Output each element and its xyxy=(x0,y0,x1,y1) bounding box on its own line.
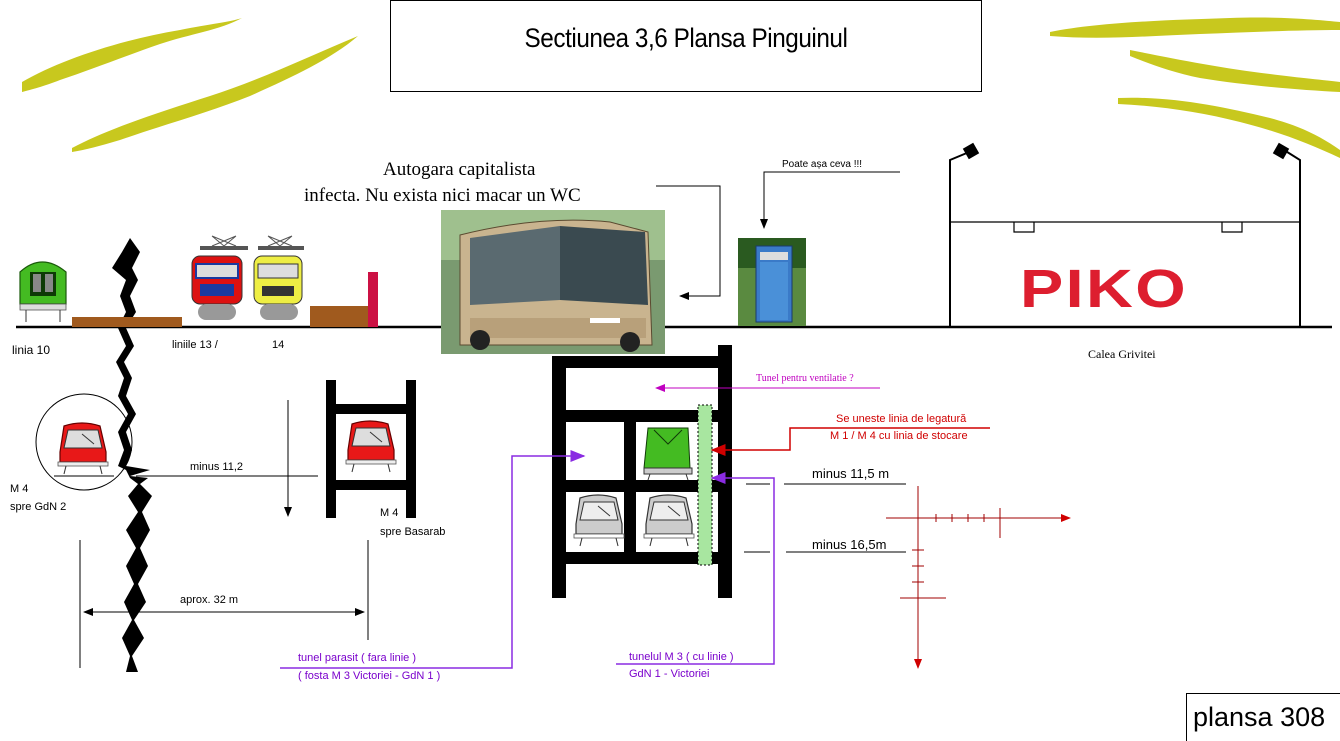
linia10-label: linia 10 xyxy=(12,343,51,357)
poate-label: Poate așa ceva !!! xyxy=(782,159,863,170)
autogara-line1: Autogara capitalista xyxy=(383,159,536,180)
tram-icon-yellow xyxy=(253,235,304,320)
piko-building xyxy=(949,142,1301,327)
station-box xyxy=(552,345,732,598)
m4-gdn2-line1: M 4 xyxy=(10,483,29,495)
depth-axes xyxy=(886,486,1071,669)
se-uneste-line1: Se uneste linia de legatură xyxy=(836,413,967,425)
liniile13-label: liniile 13 / xyxy=(172,339,218,351)
minus-11-5-label: minus 11,5 m xyxy=(812,466,890,481)
se-uneste-line2: M 1 / M 4 cu linia de stocare xyxy=(830,430,968,442)
minus-11-2-label: minus 11,2 xyxy=(190,461,243,473)
liniile14-label: 14 xyxy=(272,339,285,351)
metro-train-icon xyxy=(57,422,109,475)
aprox-label: aprox. 32 m xyxy=(180,594,239,606)
m4-basarab-line2: spre Basarab xyxy=(380,526,446,538)
calea-label: Calea Grivitei xyxy=(1088,347,1156,361)
fault-line xyxy=(112,238,152,672)
tunel-ventilatie-label: Tunel pentru ventilatie ? xyxy=(756,373,854,384)
autogara-line2: infecta. Nu exista nici macar un WC xyxy=(304,185,581,206)
decorative-streaks xyxy=(22,17,1340,158)
title-box: Sectiunea 3,6 Plansa Pinguinul xyxy=(390,0,982,92)
tunel-parasit-line1: tunel parasit ( fara linie ) xyxy=(298,652,416,664)
plansa-box: plansa 308 xyxy=(1186,693,1340,741)
portable-toilet-photo xyxy=(738,238,806,326)
tram-icon-red xyxy=(191,235,248,320)
m4-basarab-line1: M 4 xyxy=(380,507,399,519)
green-metro-train xyxy=(643,427,693,481)
plansa-label: plansa 308 xyxy=(1193,702,1326,732)
tunel-m3-line2: GdN 1 - Victoriei xyxy=(629,668,710,680)
piko-logo: PIKO xyxy=(1020,259,1189,319)
m4-gdn2-line2: spre GdN 2 xyxy=(10,501,67,513)
tunel-parasit-line2: ( fosta M 3 Victoriei - GdN 1 ) xyxy=(298,670,441,682)
basarab-shaft xyxy=(326,380,416,518)
tunel-m3-line1: tunelul M 3 ( cu linie ) xyxy=(629,651,734,663)
page-title: Sectiunea 3,6 Plansa Pinguinul xyxy=(524,23,848,53)
minus-16-5-label: minus 16,5m xyxy=(812,537,887,552)
locomotive-icon xyxy=(19,261,67,322)
bus-photo xyxy=(441,210,665,354)
